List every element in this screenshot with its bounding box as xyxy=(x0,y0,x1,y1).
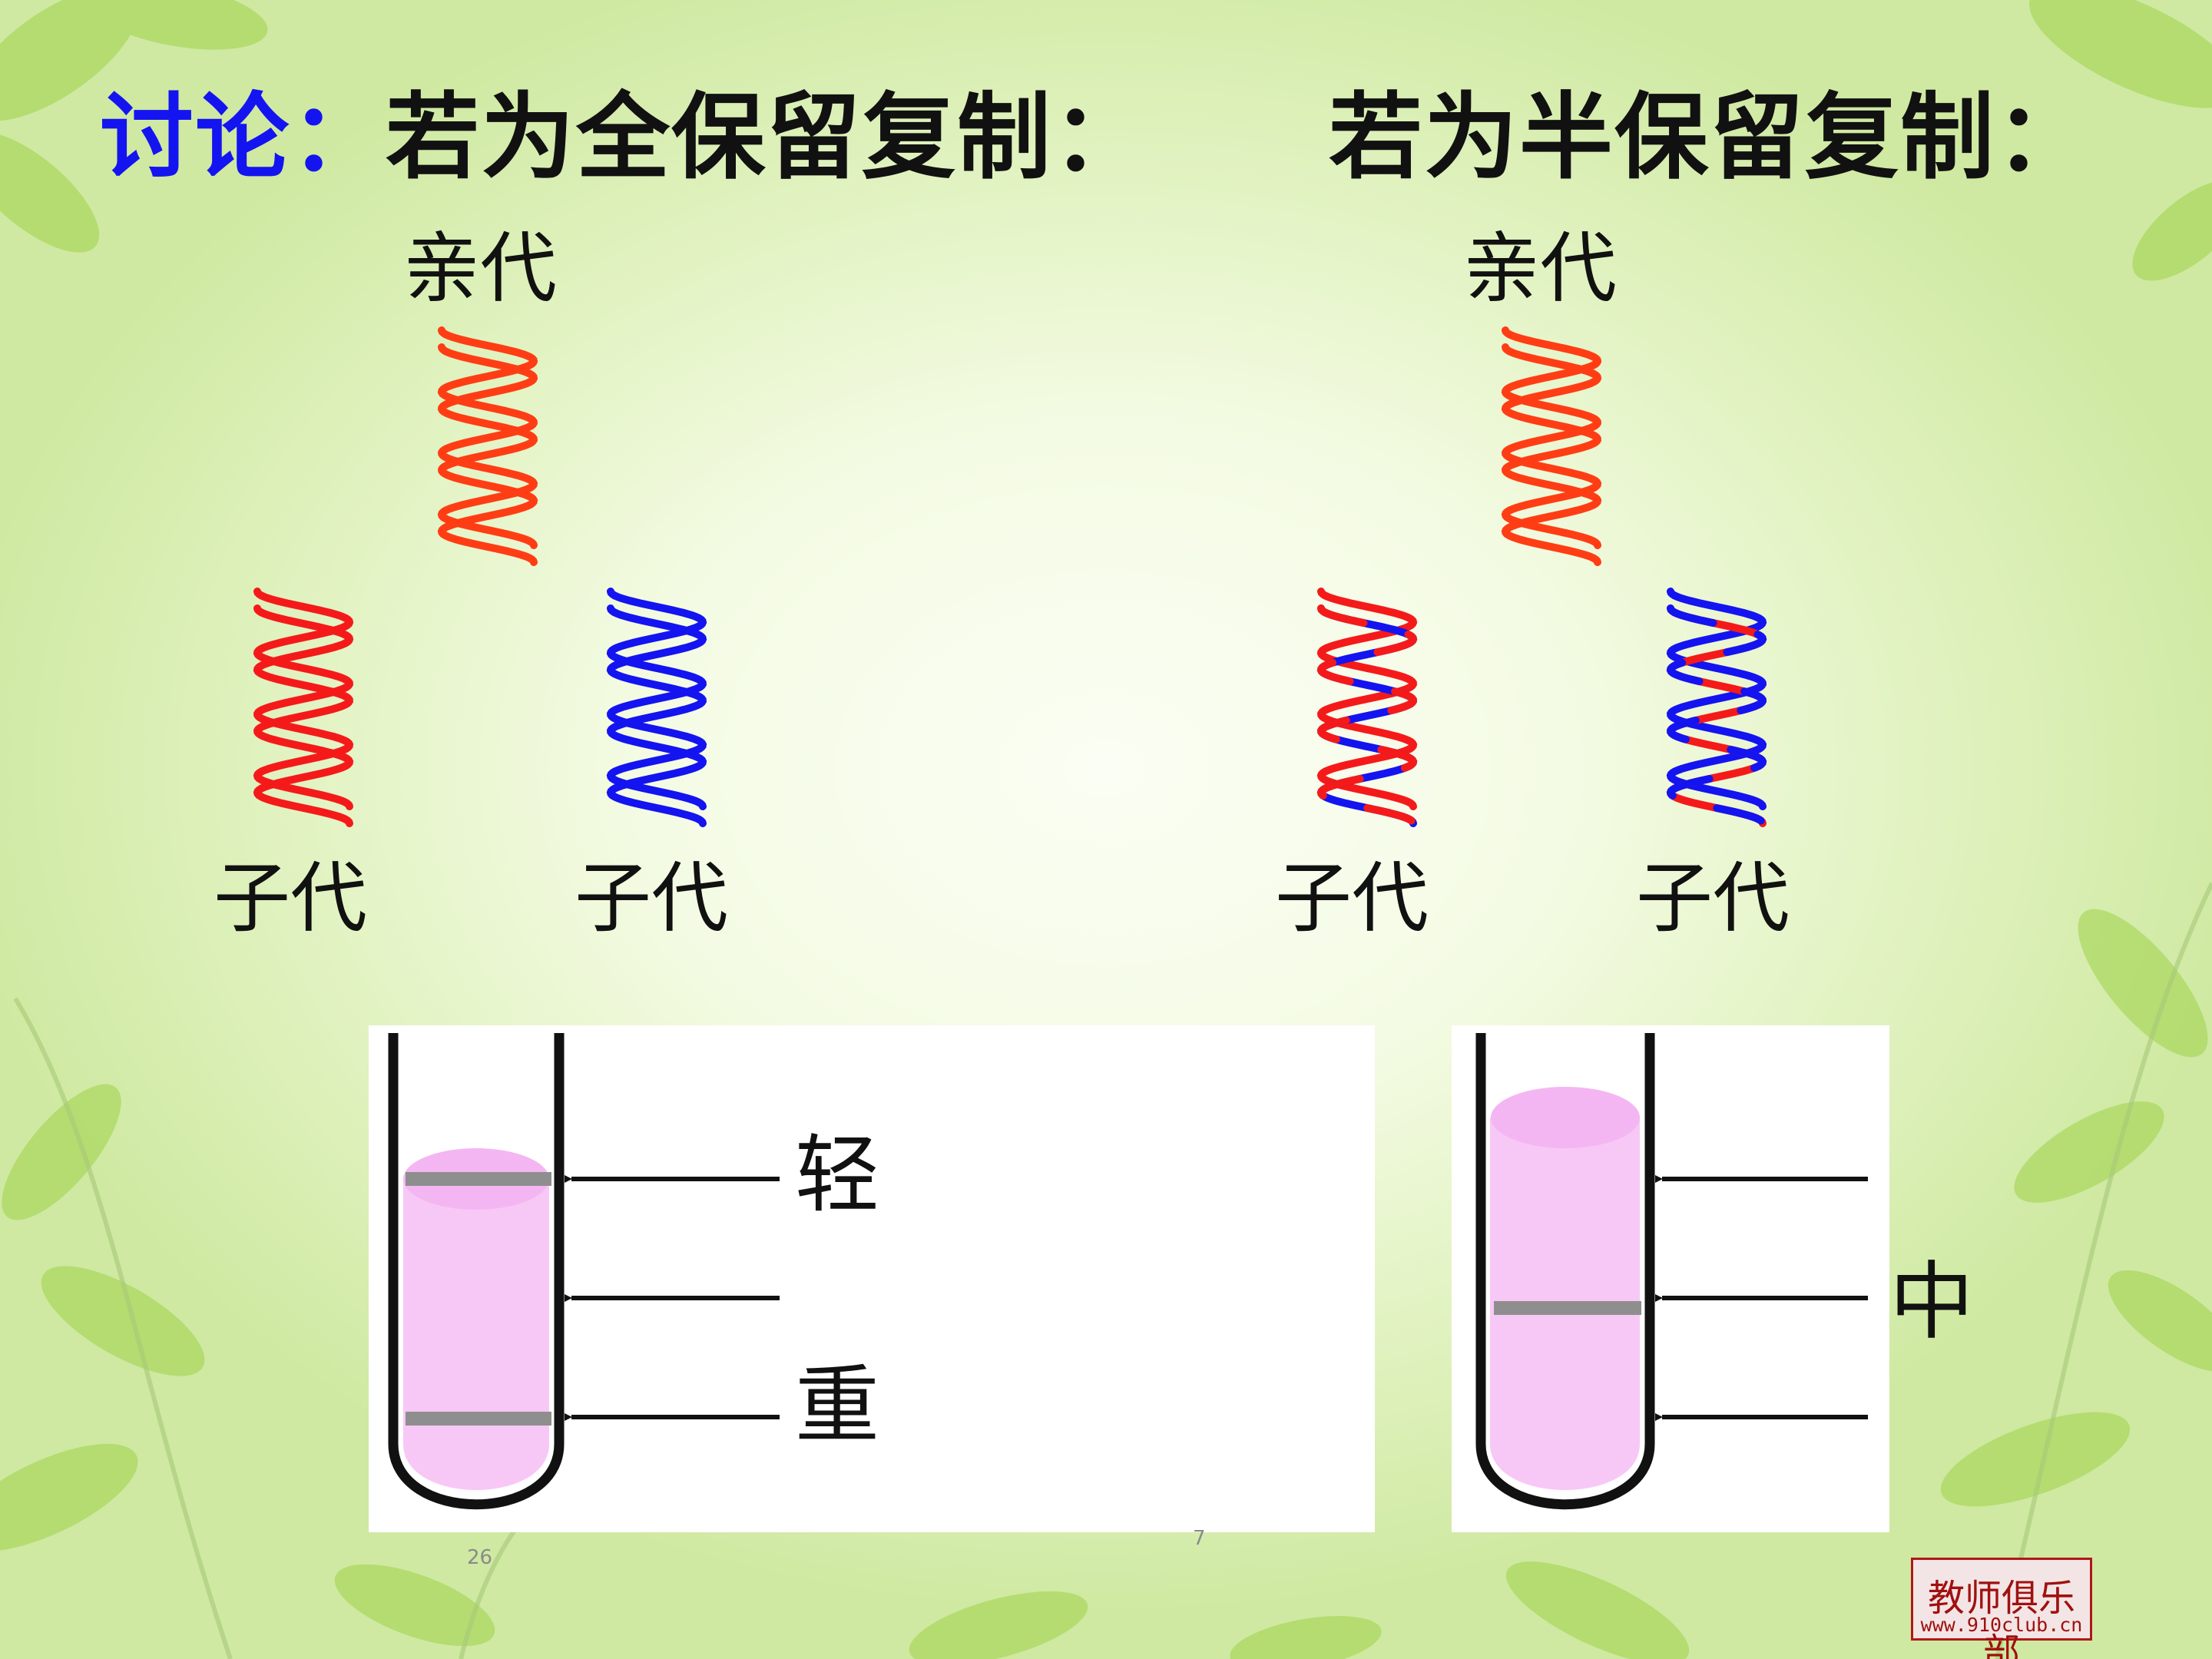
dna-strand xyxy=(1316,588,1418,810)
title-conservative: 讨论：若为全保留复制： xyxy=(100,91,1147,184)
label-parent-left: 亲代 xyxy=(403,224,557,313)
dna-helix-conservative-new xyxy=(606,588,707,827)
title-conservative-text: 若为全保留复制： xyxy=(386,83,1147,192)
label-parent-right: 亲代 xyxy=(1463,224,1617,313)
page-number-1: 26 xyxy=(467,1546,493,1569)
label-light: 轻 xyxy=(795,1126,879,1224)
page-number-2: 7 xyxy=(1193,1527,1206,1550)
dna-helix-parent-right xyxy=(1501,326,1602,566)
band-light-left xyxy=(406,1172,551,1186)
title-prefix: 讨论： xyxy=(100,83,386,192)
label-daughter-3: 子代 xyxy=(1275,853,1429,943)
badge-line1: 教师俱乐部 xyxy=(1927,1577,2075,1659)
dna-helix-semiconservative-1 xyxy=(1316,588,1418,827)
dna-strand xyxy=(1501,326,1602,549)
dna-strand xyxy=(1666,588,1767,810)
dna-helix-semiconservative-2 xyxy=(1666,588,1767,827)
label-middle: 中 xyxy=(1889,1253,1974,1351)
dna-strand xyxy=(1316,604,1418,827)
dna-helix-parent-left xyxy=(437,326,538,566)
label-daughter-2: 子代 xyxy=(575,853,728,943)
dna-strand xyxy=(253,588,354,810)
dna-strand xyxy=(437,343,538,566)
tube-wall-right xyxy=(1475,1033,1655,1510)
dna-strand xyxy=(1501,343,1602,566)
band-heavy-left xyxy=(406,1412,551,1426)
label-daughter-1: 子代 xyxy=(214,853,367,943)
badge-line2: www.910club.cn xyxy=(1920,1614,2083,1636)
band-middle-right xyxy=(1494,1301,1641,1315)
dna-strand xyxy=(437,326,538,549)
dna-strand xyxy=(606,604,707,827)
dna-helix-conservative-old xyxy=(253,588,354,827)
tube-liquid-left xyxy=(403,1179,549,1490)
dna-strand xyxy=(606,588,707,810)
tube-wall-left xyxy=(388,1033,565,1510)
label-daughter-4: 子代 xyxy=(1636,853,1790,943)
label-heavy: 重 xyxy=(795,1356,879,1455)
test-tube-left xyxy=(388,1033,780,1510)
dna-strand xyxy=(1666,604,1767,827)
dna-strand xyxy=(253,604,354,827)
test-tube-right xyxy=(1475,1033,1868,1510)
tube-liquid-surface-right xyxy=(1491,1087,1640,1148)
title-semiconservative: 若为半保留复制： xyxy=(1329,83,2091,192)
source-badge: 教师俱乐部 www.910club.cn xyxy=(1911,1558,2092,1659)
